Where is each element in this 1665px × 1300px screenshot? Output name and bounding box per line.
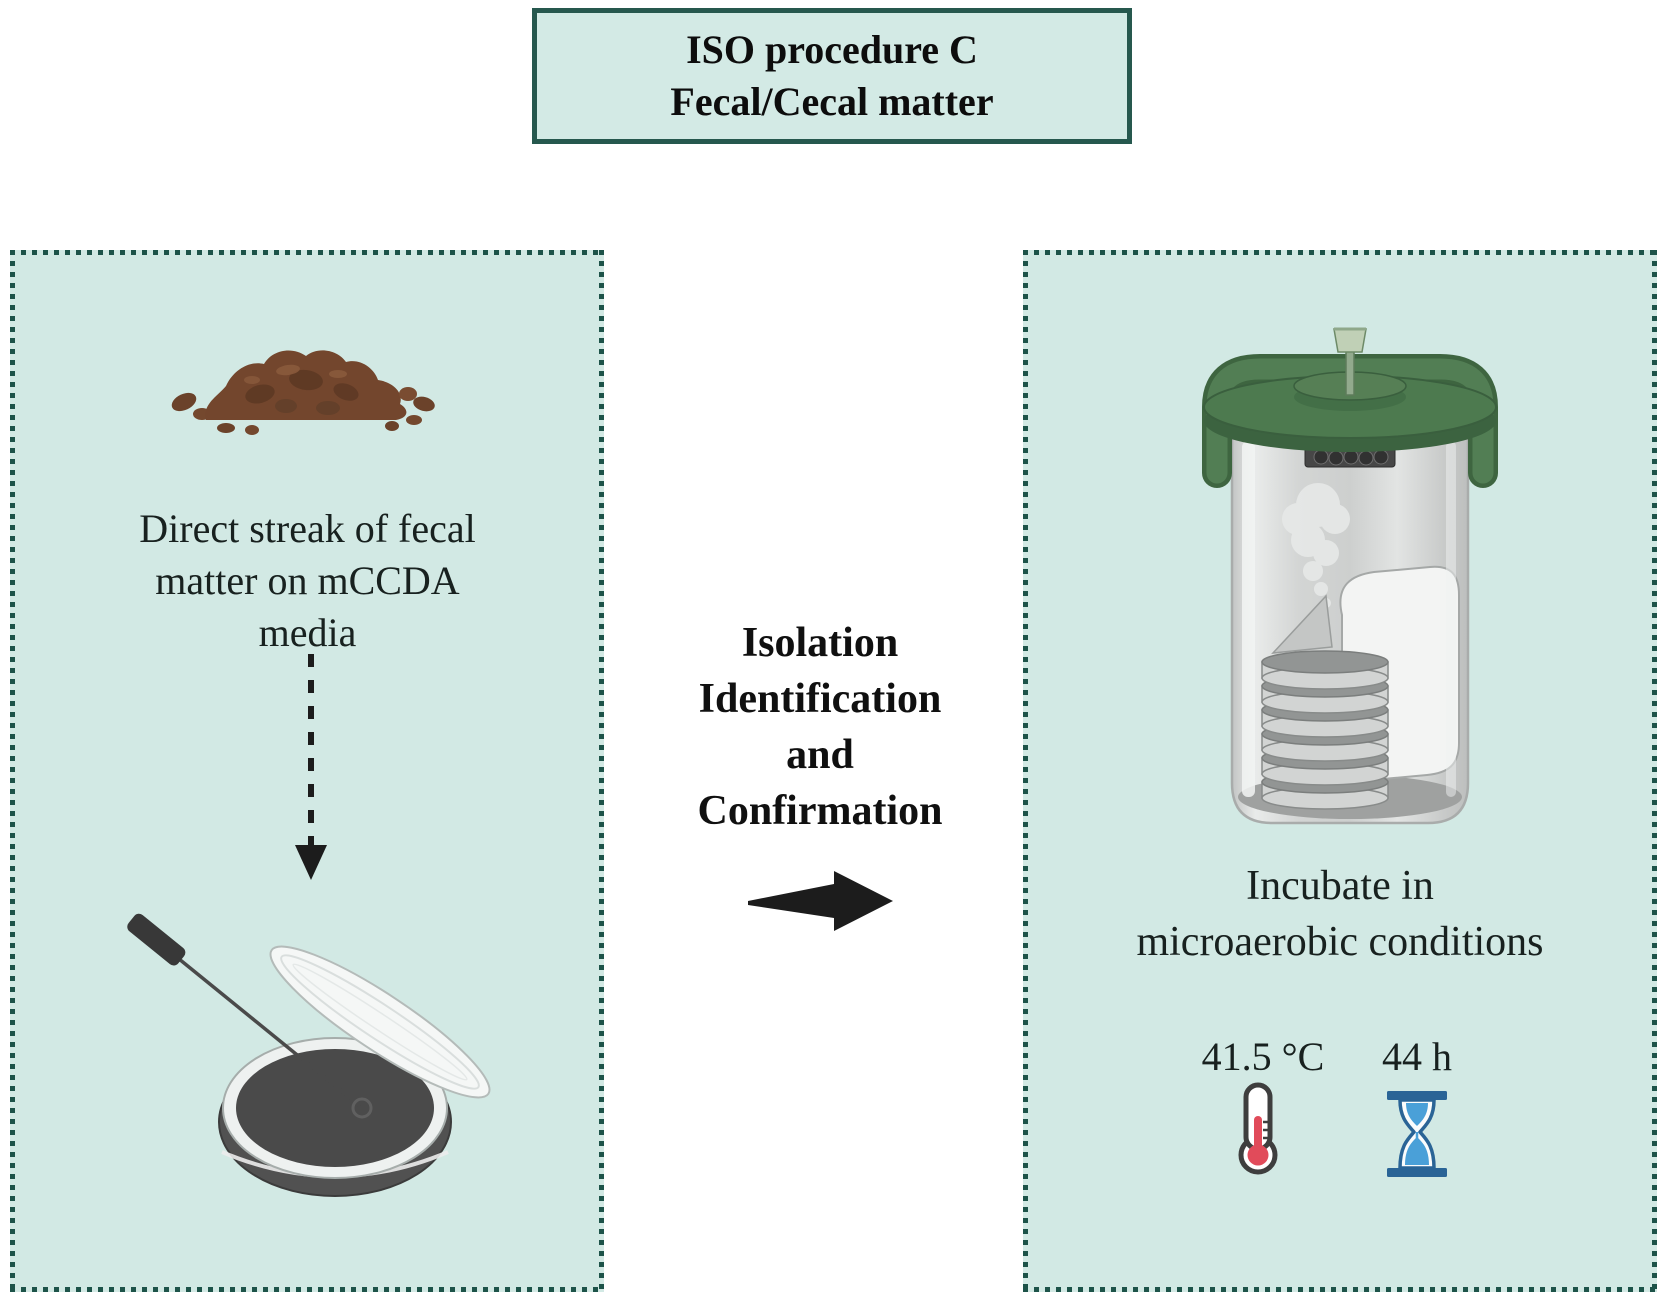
left-caption: Direct streak of fecal matter on mCCDA m… — [30, 503, 585, 659]
inoculation-loop-wire — [166, 948, 362, 1108]
right-caption-line-1: Incubate in — [1246, 863, 1434, 909]
inoculation-loop-tip — [351, 1097, 373, 1119]
title-box: ISO procedure C Fecal/Cecal matter — [532, 8, 1132, 144]
right-caption-line-2: microaerobic conditions — [1136, 919, 1544, 965]
left-panel-border-right — [599, 250, 604, 1292]
process-line-3: and — [786, 732, 854, 778]
title-line-2: Fecal/Cecal matter — [670, 79, 994, 124]
dashed-down-arrow-icon — [295, 654, 327, 880]
thermometer-icon — [1238, 1082, 1278, 1175]
title-line-1: ISO procedure C — [686, 27, 978, 72]
process-label: Isolation Identification and Confirmatio… — [640, 615, 1000, 839]
petri-dish-streaking-illustration — [127, 913, 491, 1197]
fecal-sample-illustration — [171, 350, 435, 435]
left-caption-line-3: media — [258, 610, 357, 655]
process-line-4: Confirmation — [697, 788, 943, 834]
inoculation-loop-handle — [127, 913, 186, 966]
anaerobic-jar-illustration — [1202, 327, 1498, 825]
left-panel-border-left — [10, 250, 15, 1292]
hourglass-icon — [1387, 1091, 1447, 1177]
temperature-label: 41.5 °C — [1201, 1034, 1325, 1079]
jar-valve-knob — [1333, 328, 1367, 353]
right-caption: Incubate in microaerobic conditions — [1040, 858, 1640, 970]
right-panel-border-bottom — [1023, 1287, 1657, 1292]
left-panel-border-bottom — [10, 1287, 604, 1292]
petri-dish-media — [236, 1049, 434, 1167]
right-panel-border-top — [1023, 250, 1657, 255]
petri-dish-lid — [269, 945, 491, 1099]
process-line-2: Identification — [698, 676, 942, 722]
right-arrow-icon — [748, 871, 893, 931]
left-panel-border-top — [10, 250, 604, 255]
petri-dish-stack — [1261, 650, 1389, 810]
left-caption-line-2: matter on mCCDA — [155, 558, 460, 603]
right-panel-border-right — [1652, 250, 1657, 1292]
right-panel-border-left — [1023, 250, 1028, 1292]
left-caption-line-1: Direct streak of fecal — [139, 506, 476, 551]
duration-label: 44 h — [1382, 1034, 1452, 1079]
steam-puff — [1282, 483, 1350, 608]
jar-valve-stem — [1345, 349, 1355, 396]
process-line-1: Isolation — [741, 620, 899, 666]
gas-sachet-flap — [1271, 594, 1333, 654]
